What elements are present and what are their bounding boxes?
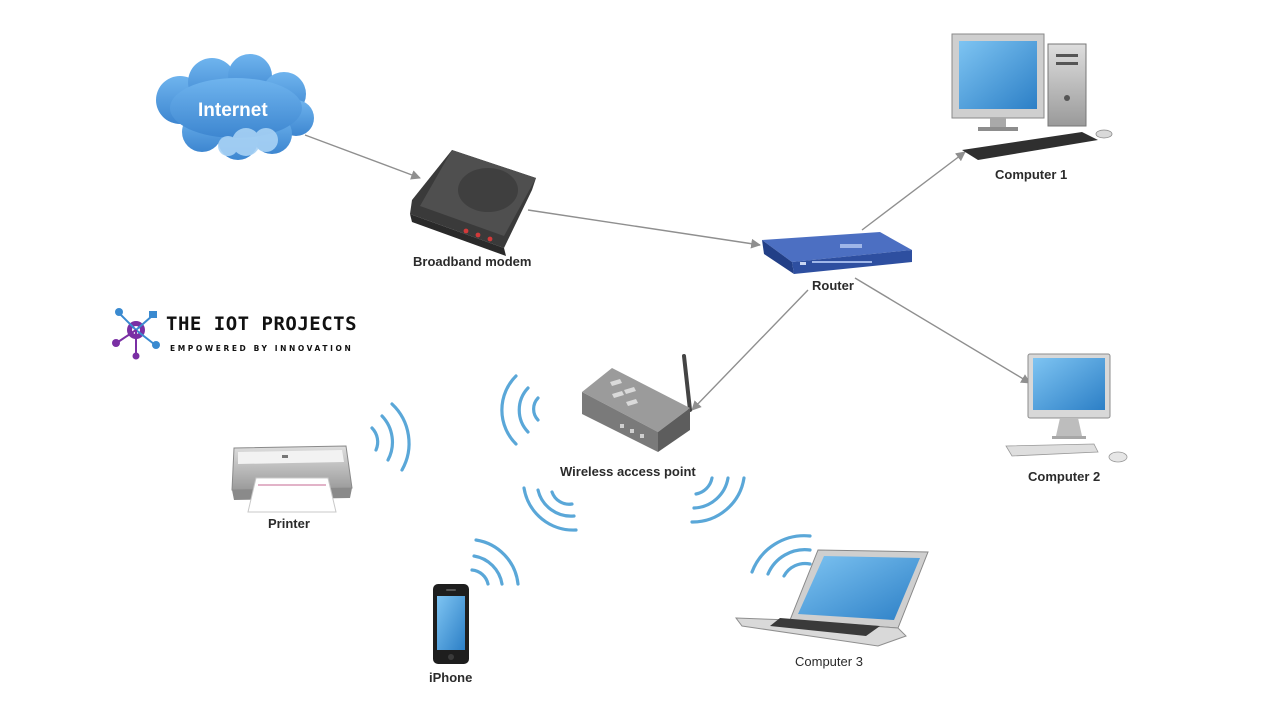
edge-router-computer1 bbox=[861, 151, 966, 231]
iot-projects-logo: THE IOT PROJECTS EMPOWERED BY INNOVATION bbox=[112, 308, 357, 360]
computer-3-icon bbox=[734, 549, 929, 647]
iphone-icon bbox=[433, 584, 469, 664]
wap-label: Wireless access point bbox=[560, 464, 696, 479]
wifi-waves-wap-lower-left bbox=[522, 486, 578, 532]
logo-tagline: EMPOWERED BY INNOVATION bbox=[170, 344, 353, 353]
computer-1-icon bbox=[951, 33, 1113, 160]
computer-2-label: Computer 2 bbox=[1028, 469, 1100, 484]
broadband-modem-icon bbox=[410, 150, 536, 256]
edge-router-computer2 bbox=[854, 277, 1031, 384]
wireless-access-point-icon bbox=[582, 354, 692, 452]
edge-router-wap bbox=[691, 289, 809, 411]
router-icon bbox=[762, 232, 912, 274]
logo-title: THE IOT PROJECTS bbox=[166, 313, 357, 335]
wifi-waves-printer bbox=[370, 402, 411, 472]
computer-1-label: Computer 1 bbox=[995, 167, 1067, 182]
iphone-label: iPhone bbox=[429, 670, 472, 685]
edge-internet-modem bbox=[304, 134, 421, 180]
wifi-waves-wap-left bbox=[500, 374, 540, 446]
router-label: Router bbox=[812, 278, 854, 293]
wifi-waves-iphone bbox=[470, 538, 520, 586]
printer-label: Printer bbox=[268, 516, 310, 531]
printer-icon bbox=[231, 445, 353, 513]
internet-cloud-icon bbox=[156, 54, 314, 160]
wifi-waves-computer-3 bbox=[750, 534, 812, 578]
modem-label: Broadband modem bbox=[413, 254, 531, 269]
iot-logo-mark-icon bbox=[112, 308, 160, 360]
computer-2-icon bbox=[1005, 353, 1128, 463]
edge-modem-router bbox=[527, 209, 761, 249]
computer-3-label: Computer 3 bbox=[795, 654, 863, 669]
internet-label: Internet bbox=[198, 100, 268, 121]
wifi-waves-wap-lower-right bbox=[690, 476, 746, 524]
